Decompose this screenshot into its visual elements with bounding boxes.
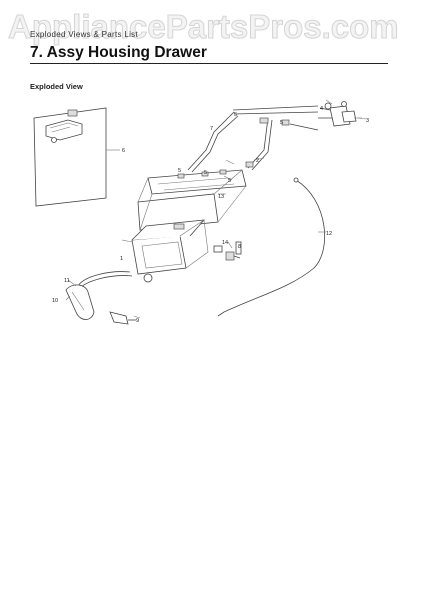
callout-2: 2 — [256, 158, 259, 164]
callout-7: 7 — [210, 126, 213, 132]
callout-5d: 5 — [204, 170, 207, 176]
callout-5e: 5 — [228, 178, 231, 184]
callout-10: 10 — [52, 298, 58, 304]
water-valve-assembly — [318, 101, 362, 127]
drain-hose — [223, 179, 326, 313]
watermark-text: AppliancePartsPros.com — [8, 8, 399, 45]
callout-3: 3 — [366, 118, 369, 124]
title-divider — [30, 63, 388, 64]
leader-lines — [65, 99, 367, 319]
callout-6: 6 — [122, 148, 125, 154]
inset-detail-box — [33, 107, 120, 207]
figure-label: Exploded View — [30, 82, 83, 91]
drawer-housing — [131, 219, 209, 283]
callout-5b: 5 — [280, 120, 283, 126]
watermark: AppliancePartsPros.com — [8, 8, 399, 46]
callout-12: 12 — [326, 231, 332, 237]
callout-8: 8 — [238, 244, 241, 250]
housing-tray — [137, 169, 247, 231]
lower-hoses — [65, 271, 136, 325]
callout-14: 14 — [222, 240, 228, 246]
callout-11: 11 — [64, 278, 70, 284]
callout-9: 9 — [136, 318, 139, 324]
callout-5c: 5 — [178, 168, 181, 174]
callouts: 1 2 3 4 5 5 5 5 5 6 7 8 9 10 11 12 13 14 — [52, 106, 369, 324]
callout-5a: 5 — [234, 112, 237, 118]
callout-1: 1 — [120, 256, 123, 262]
upper-hoses — [187, 105, 319, 173]
running-head: Exploded Views & Parts List — [30, 30, 139, 39]
exploded-view-diagram: 1 2 3 4 5 5 5 5 5 6 7 8 9 10 11 12 13 14 — [33, 99, 369, 325]
fitting-group — [213, 241, 242, 261]
callout-13: 13 — [218, 194, 224, 200]
page-title: 7. Assy Housing Drawer — [30, 44, 207, 61]
callout-4: 4 — [320, 106, 323, 112]
